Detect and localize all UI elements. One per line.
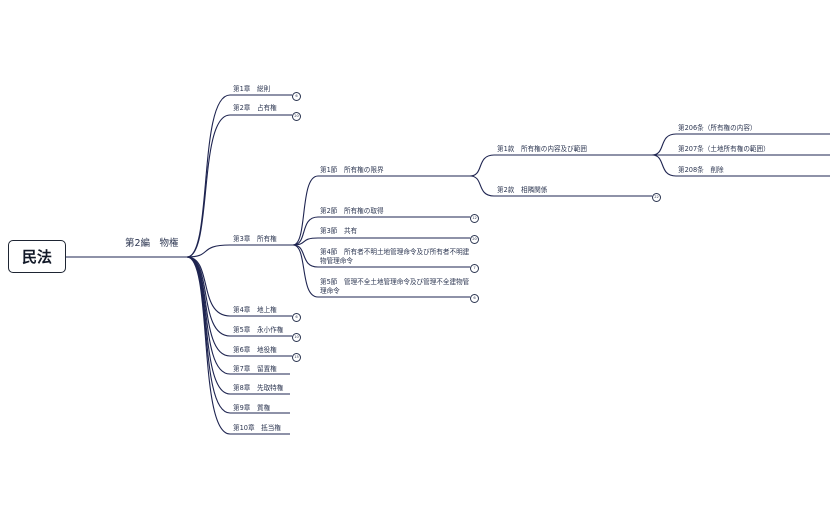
collapse-badge-section-4[interactable]: 7 [470, 264, 479, 273]
link-subsection1-article-3 [651, 154, 677, 177]
node-section-1[interactable]: 第1節 所有権の限界 [320, 166, 384, 174]
node-edition-2[interactable]: 第2編 物権 [125, 238, 179, 249]
link-edition-chapter-2 [186, 114, 231, 258]
link-section1-subsection-2 [469, 175, 495, 197]
link-subsection1-article-1 [651, 133, 677, 156]
node-section-3[interactable]: 第3節 共有 [320, 227, 358, 235]
link-chapter3-section-3 [292, 237, 319, 246]
node-subsection-2[interactable]: 第2款 相隣関係 [497, 186, 548, 194]
node-chapter-9[interactable]: 第9章 質権 [233, 404, 271, 412]
node-section-5[interactable]: 第5節 管理不全土地管理命令及び管理不全建物管理命令 [320, 278, 470, 295]
link-chapter3-section-4 [292, 244, 319, 268]
collapse-badge-section-5[interactable]: 6 [470, 294, 479, 303]
collapse-badge-section-3[interactable]: 20 [470, 235, 479, 244]
collapse-badge-chapter-6[interactable]: 15 [292, 353, 301, 362]
collapse-badge-chapter-2[interactable]: 20 [292, 112, 301, 121]
collapse-badge-chapter-5[interactable]: 10 [292, 333, 301, 342]
node-chapter-4[interactable]: 第4章 地上権 [233, 306, 277, 314]
collapse-badge-subsection-2[interactable]: 22 [652, 193, 661, 202]
node-article-208[interactable]: 第208条 削除 [678, 166, 724, 174]
node-chapter-3[interactable]: 第3章 所有権 [233, 235, 277, 243]
node-chapter-2[interactable]: 第2章 占有権 [233, 104, 277, 112]
link-chapter3-section-1 [292, 175, 319, 246]
node-chapter-5[interactable]: 第5章 永小作権 [233, 326, 284, 334]
collapse-badge-chapter-4[interactable]: 6 [292, 313, 301, 322]
node-chapter-10[interactable]: 第10章 抵当権 [233, 424, 281, 432]
root-node[interactable]: 民法 [8, 240, 66, 273]
node-chapter-1[interactable]: 第1章 総則 [233, 85, 271, 93]
node-article-206[interactable]: 第206条（所有権の内容） [678, 124, 757, 132]
link-chapter3-section-5 [292, 244, 319, 298]
node-section-2[interactable]: 第2節 所有権の取得 [320, 207, 384, 215]
node-chapter-8[interactable]: 第8章 先取特権 [233, 384, 284, 392]
link-edition-chapter-10 [186, 256, 231, 435]
node-section-4[interactable]: 第4節 所有者不明土地管理命令及び所有者不明建物管理命令 [320, 248, 470, 265]
node-article-207[interactable]: 第207条（土地所有権の範囲） [678, 145, 770, 153]
link-edition-chapter-1 [186, 94, 231, 258]
link-edition-chapter-3 [186, 244, 231, 258]
collapse-badge-chapter-1[interactable]: 6 [292, 92, 301, 101]
link-section1-subsection-1 [469, 154, 495, 177]
node-chapter-6[interactable]: 第6章 地役権 [233, 346, 277, 354]
node-subsection-1[interactable]: 第1款 所有権の内容及び範囲 [497, 145, 587, 153]
node-chapter-7[interactable]: 第7章 留置権 [233, 365, 277, 373]
collapse-badge-section-2[interactable]: 12 [470, 214, 479, 223]
link-chapter3-section-2 [292, 216, 319, 246]
